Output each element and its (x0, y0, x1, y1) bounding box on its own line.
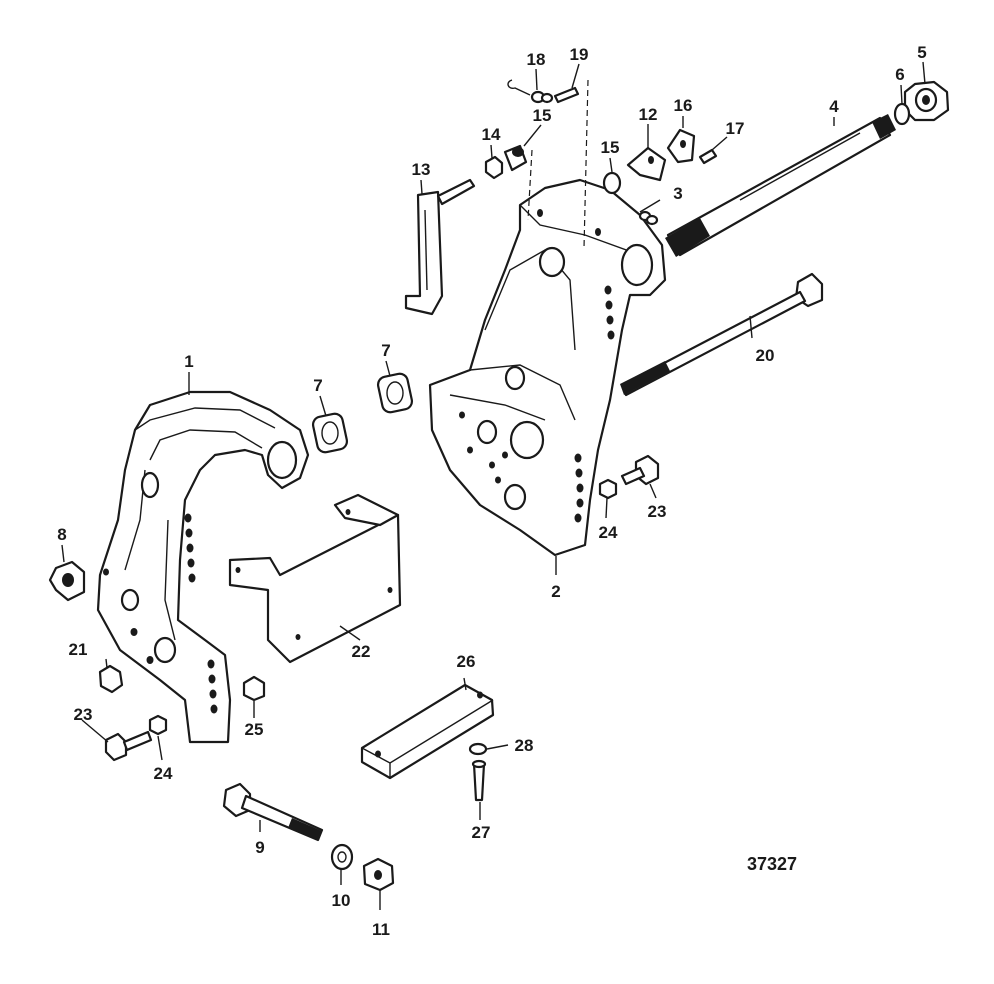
bushing-15-right (602, 171, 622, 195)
callout-23-right: 23 (648, 502, 667, 521)
tilt-tube (665, 114, 896, 257)
callout-20: 20 (756, 346, 775, 365)
callout-6: 6 (895, 65, 904, 84)
callout-25: 25 (245, 720, 264, 739)
tilt-tube-washer (893, 102, 911, 126)
tilt-lock-lever (404, 178, 476, 316)
bushing-15-left (503, 144, 528, 172)
callout-5: 5 (917, 43, 926, 62)
drawing-number: 37327 (747, 854, 797, 874)
callout-13: 13 (412, 160, 431, 179)
nut-8 (48, 560, 86, 602)
callout-2: 2 (551, 582, 560, 601)
washer-10 (330, 843, 354, 871)
callout-23-left: 23 (74, 705, 93, 724)
callout-9: 9 (255, 838, 264, 857)
callout-8: 8 (57, 525, 66, 544)
nut-11 (362, 857, 395, 892)
lockwasher-24-right (598, 478, 618, 500)
tilt-tube-nut (903, 80, 950, 122)
callout-1: 1 (184, 352, 193, 371)
leader-lines (61, 61, 926, 910)
pin-17 (698, 148, 718, 165)
locknut-14 (484, 155, 504, 180)
clamp-bracket-left (96, 390, 310, 744)
bolt-23-right (620, 454, 660, 486)
screw-27 (471, 759, 487, 802)
tilt-lock-cam-16 (666, 128, 696, 164)
callout-3: 3 (673, 184, 682, 203)
lockwasher-24-left (148, 714, 168, 736)
anode-plate-22 (228, 493, 402, 664)
clamp-bracket-right (428, 178, 667, 557)
callout-7-left: 7 (313, 376, 322, 395)
washer-28 (468, 742, 488, 756)
pin-19 (553, 86, 580, 104)
dashed-assembly-lines (527, 79, 589, 249)
callout-24-right: 24 (599, 523, 618, 542)
callout-19: 19 (570, 45, 589, 64)
callout-16: 16 (674, 96, 693, 115)
callout-4: 4 (829, 97, 839, 116)
fastener-3 (638, 210, 659, 226)
bolt-9 (222, 782, 324, 842)
callout-22: 22 (352, 642, 371, 661)
spring-18 (507, 79, 554, 104)
washer-7-left (311, 412, 349, 454)
callout-21: 21 (69, 640, 88, 659)
callout-18: 18 (527, 50, 546, 69)
callout-27: 27 (472, 823, 491, 842)
tilt-lock-cam-12 (626, 146, 667, 182)
callout-15-right: 15 (601, 138, 620, 157)
through-bolt-20 (620, 272, 824, 397)
nut-21 (98, 664, 124, 694)
washer-7-right (376, 372, 414, 414)
bolt-23-left (104, 730, 153, 762)
callout-17: 17 (726, 119, 745, 138)
callout-12: 12 (639, 105, 658, 124)
callout-28: 28 (515, 736, 534, 755)
callout-labels: 1 2 3 4 5 6 7 7 8 9 10 11 12 13 14 15 15… (57, 43, 926, 939)
callout-15-left: 15 (533, 106, 552, 125)
callout-11: 11 (372, 920, 390, 939)
callout-24-left: 24 (154, 764, 173, 783)
callout-14: 14 (482, 125, 501, 144)
callout-10: 10 (332, 891, 351, 910)
callout-7-right: 7 (381, 341, 390, 360)
nut-25 (242, 675, 266, 702)
callout-26: 26 (457, 652, 476, 671)
